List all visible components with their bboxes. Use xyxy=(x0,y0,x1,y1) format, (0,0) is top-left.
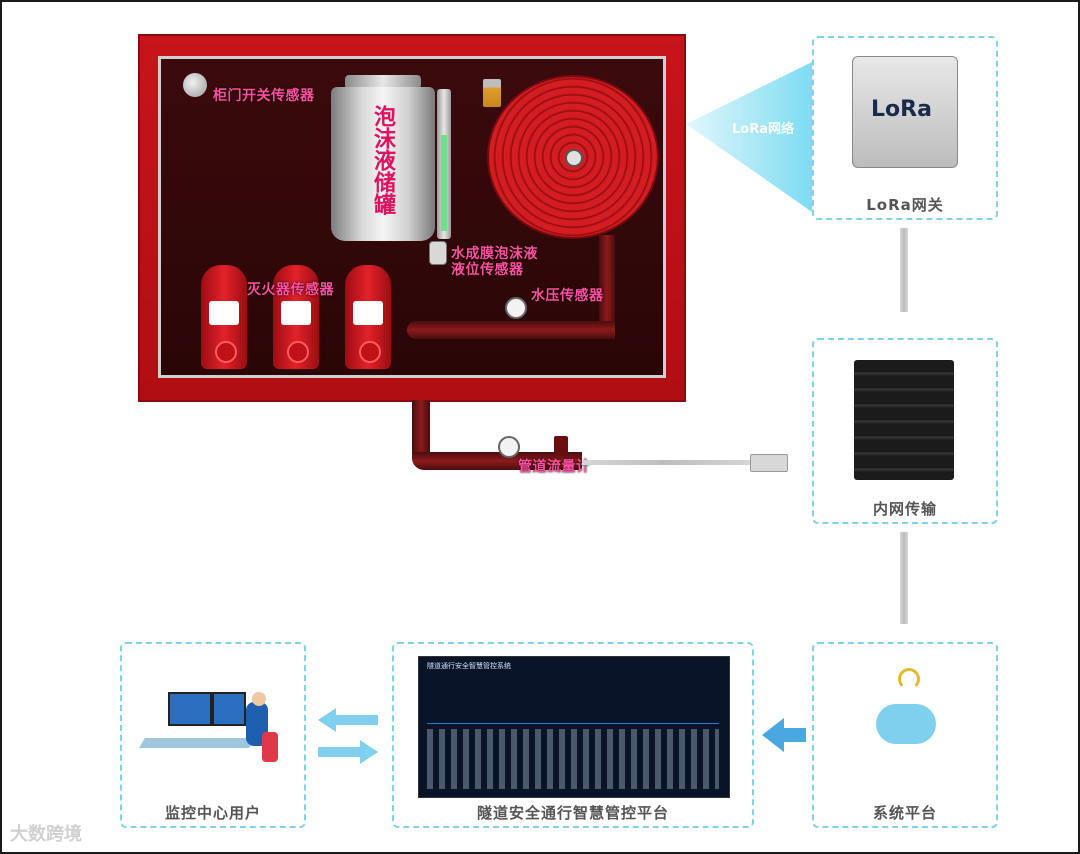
workstation-icon xyxy=(139,692,282,772)
water-pressure-sensor-label: 水压传感器 xyxy=(531,288,604,304)
foam-tank-label: 泡沫液储罐 xyxy=(370,105,395,215)
external-pipe-horizontal xyxy=(412,452,582,470)
flow-meter-gauge-icon xyxy=(498,436,520,458)
valve-icon xyxy=(554,436,568,454)
intranet-cable xyxy=(900,532,908,624)
monitor-screen: 隧道通行安全智慧管控系统 xyxy=(418,656,730,798)
hose-pipe xyxy=(599,235,615,335)
screen-title: 隧道通行安全智慧管控系统 xyxy=(427,662,511,670)
pressure-gauge-icon xyxy=(505,297,527,319)
intranet-label: 内网传输 xyxy=(872,500,937,518)
wifi-icon xyxy=(898,668,920,690)
lora-logo: LoRa xyxy=(871,97,932,122)
level-sensor-icon xyxy=(429,241,447,265)
cabinet-pipe xyxy=(407,321,615,339)
level-gauge xyxy=(437,89,451,239)
external-pipe-vertical xyxy=(412,400,430,456)
lora-gateway-label: LoRa网关 xyxy=(866,196,944,214)
watermark: 大数跨境 xyxy=(10,824,82,845)
system-platform-label: 系统平台 xyxy=(872,804,937,822)
ethernet-plug-icon xyxy=(750,454,788,472)
monitor-user-label: 监控中心用户 xyxy=(164,804,261,822)
cabinet-door-sensor-label: 柜门开关传感器 xyxy=(213,88,315,104)
fire-extinguisher-2 xyxy=(273,265,319,369)
foam-tank: 泡沫液储罐 xyxy=(331,75,435,241)
cabinet-interior: 柜门开关传感器 泡沫液储罐 水成膜泡沫液 液位传感器 xyxy=(158,56,666,378)
lora-gateway-box: LoRa LoRa网关 xyxy=(812,36,998,220)
system-platform-box: 系统平台 xyxy=(812,642,998,828)
extinguisher-sensor-label: 灭火器传感器 xyxy=(247,282,334,298)
tunnel-platform-box: 隧道通行安全智慧管控系统 隧道安全通行智慧管控平台 xyxy=(392,642,754,828)
cloud-icon xyxy=(876,704,936,744)
arrow-left-icon xyxy=(762,718,806,752)
monitor-user-box: 监控中心用户 xyxy=(120,642,306,828)
fire-extinguisher-3 xyxy=(345,265,391,369)
flowmeter-cable xyxy=(582,460,752,465)
intranet-box: 内网传输 xyxy=(812,338,998,524)
lora-network-label: LoRa网络 xyxy=(732,122,794,137)
fire-cabinet: 柜门开关传感器 泡沫液储罐 水成膜泡沫液 液位传感器 xyxy=(138,34,686,402)
door-sensor-icon xyxy=(183,73,207,97)
lora-gateway-device: LoRa xyxy=(852,56,958,168)
arrow-left-icon-2 xyxy=(318,708,378,732)
foam-level-sensor-label-1: 水成膜泡沫液 xyxy=(451,246,538,262)
gateway-cable xyxy=(900,228,908,312)
arrow-right-icon xyxy=(318,740,378,764)
server-rack-icon xyxy=(854,360,954,480)
pipe-flow-meter-label: 管道流量计 xyxy=(518,459,591,475)
hose-nozzle xyxy=(483,79,501,107)
hose-reel xyxy=(489,77,657,237)
lora-wave xyxy=(686,62,812,212)
tunnel-platform-label: 隧道安全通行智慧管控平台 xyxy=(476,804,669,822)
foam-level-sensor-label-2: 液位传感器 xyxy=(451,262,524,278)
fire-extinguisher-1 xyxy=(201,265,247,369)
